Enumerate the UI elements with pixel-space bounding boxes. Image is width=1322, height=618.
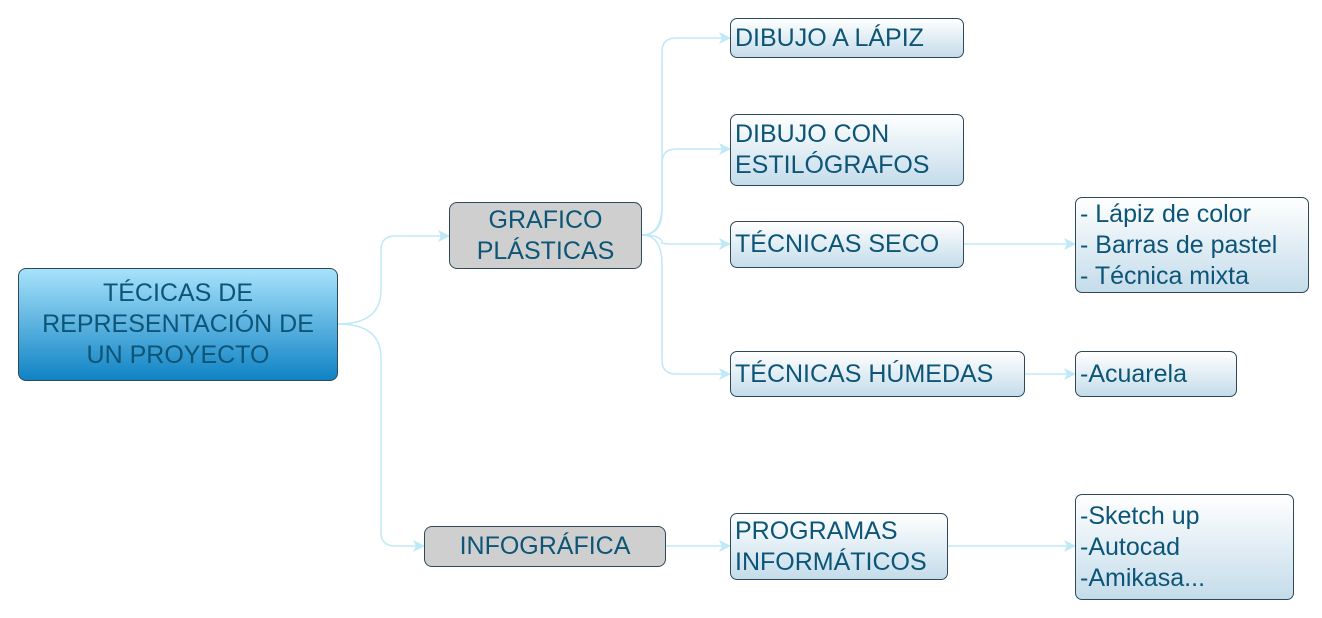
detail-line: -Acuarela	[1080, 359, 1187, 388]
connector-root-infografica	[337, 323, 425, 552]
subtopic-label-line: ESTILÓGRAFOS	[735, 151, 930, 179]
subtopic-label-line: DIBUJO A LÁPIZ	[735, 23, 924, 52]
branch-infografica[interactable]: INFOGRÁFICA	[424, 526, 666, 567]
branch-label-line: PLÁSTICAS	[476, 236, 615, 265]
subtopic-tecnicas-seco[interactable]: TÉCNICAS SECO	[730, 221, 964, 268]
subtopic-dibujo-estilografos[interactable]: DIBUJO CON ESTILÓGRAFOS	[730, 114, 964, 186]
subtopic-label-line: DIBUJO CON	[735, 120, 890, 148]
detail-line: - Barras de pastel	[1080, 230, 1278, 259]
detail-line: -Amikasa...	[1080, 563, 1206, 592]
connector-grafico-estilografos	[641, 143, 731, 236]
detail-line: -Sketch up	[1080, 501, 1200, 530]
subtopic-dibujo-lapiz[interactable]: DIBUJO A LÁPIZ	[730, 18, 964, 58]
subtopic-label-line: PROGRAMAS	[735, 516, 898, 545]
subtopic-label-line: INFORMÁTICOS	[735, 547, 927, 576]
detail-line: - Lápiz de color	[1080, 199, 1251, 228]
detail-tecnicas-seco[interactable]: - Lápiz de color - Barras de pastel - Té…	[1075, 197, 1309, 293]
root-node-line: UN PROYECTO	[86, 341, 270, 369]
root-node-line: TÉCICAS DE	[102, 279, 254, 307]
root-node[interactable]: TÉCICAS DE REPRESENTACIÓN DE UN PROYECTO	[18, 268, 338, 381]
detail-line: -Autocad	[1080, 532, 1181, 561]
connector-grafico-lapiz	[641, 32, 731, 236]
connector-grafico-humedas	[641, 234, 731, 380]
subtopic-tecnicas-humedas[interactable]: TÉCNICAS HÚMEDAS	[730, 351, 1025, 397]
connector-root-grafico	[337, 230, 450, 325]
detail-programas[interactable]: -Sketch up -Autocad -Amikasa...	[1075, 494, 1294, 600]
branch-label-line: GRAFICO	[488, 205, 603, 234]
subtopic-programas-informaticos[interactable]: PROGRAMAS INFORMÁTICOS	[730, 513, 948, 580]
subtopic-label-line: TÉCNICAS SECO	[735, 230, 940, 258]
branch-label-line: INFOGRÁFICA	[459, 532, 631, 560]
detail-tecnicas-humedas[interactable]: -Acuarela	[1075, 351, 1237, 397]
detail-line: - Técnica mixta	[1080, 261, 1250, 290]
connector-grafico-seco	[641, 234, 731, 250]
branch-grafico-plasticas[interactable]: GRAFICO PLÁSTICAS	[449, 202, 642, 269]
subtopic-label-line: TÉCNICAS HÚMEDAS	[735, 359, 994, 388]
root-node-line: REPRESENTACIÓN DE	[42, 310, 314, 338]
